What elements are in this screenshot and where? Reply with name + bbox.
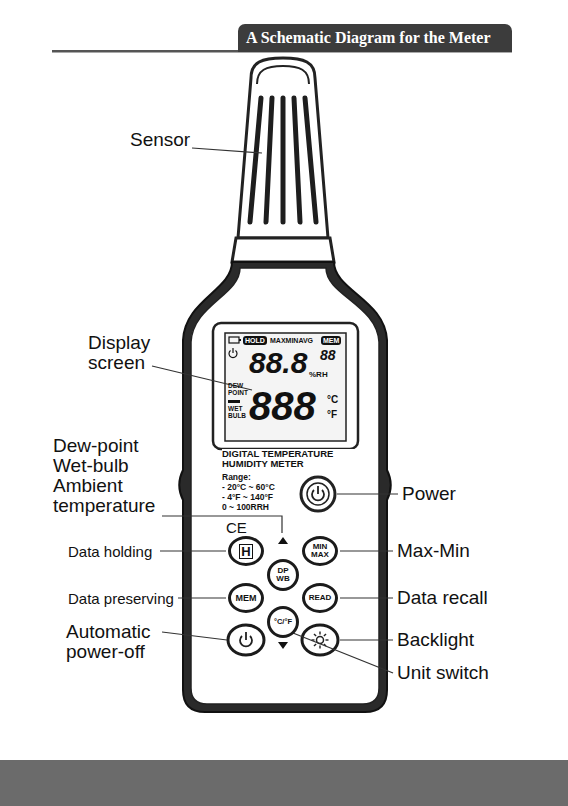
leader-line <box>337 493 398 494</box>
unit-button: °C/°F <box>267 606 299 638</box>
backlight-ray <box>324 634 326 636</box>
sensor-cap <box>238 58 328 238</box>
lcd-celsius: °C <box>327 395 338 406</box>
sensor-slot <box>305 98 316 222</box>
lcd-dew-point: DEW POINT <box>228 383 252 397</box>
backlight-ray <box>314 644 316 646</box>
down-arrow <box>278 642 288 649</box>
model-name: DIGITAL TEMPERATURE HUMIDITY METER <box>222 449 357 469</box>
lcd-bezel <box>213 323 358 449</box>
callout-label: Unit switch <box>397 663 489 683</box>
lcd-screen: HOLDMAXMINAVG MEM 88.8 88 %RH DEW POINT WET BU… <box>225 333 346 441</box>
callout-label: Dew-point Wet-bulb Ambient temperature <box>53 436 173 516</box>
leader-line <box>340 597 393 598</box>
power-symbol-bar <box>317 486 319 494</box>
lcd-temperature-digits: 888 <box>249 385 316 427</box>
range-value: - 20°C ~ 60°C <box>222 483 275 492</box>
backlight-button <box>302 625 338 655</box>
sensor-slot <box>250 98 261 222</box>
backlight-ray <box>319 632 320 635</box>
range-heading: Range: <box>222 473 251 482</box>
callout-label: Max-Min <box>397 541 470 561</box>
backlight-ray <box>314 634 316 636</box>
button-label: MEM <box>236 594 257 603</box>
leader-line <box>340 550 393 551</box>
lcd-small-digits: 88 <box>320 348 336 363</box>
sensor-collar <box>232 238 334 262</box>
callout-label: Data holding <box>68 543 152 560</box>
leader-line <box>293 633 393 673</box>
callout-label: Backlight <box>397 630 474 650</box>
battery-tip <box>239 339 241 341</box>
up-arrow <box>278 537 288 544</box>
meter-housing <box>179 262 391 712</box>
lcd-hold: HOLD <box>243 336 267 345</box>
mem-button: MEM <box>228 583 264 613</box>
leader-line <box>162 632 227 640</box>
callout-label: Sensor <box>130 130 190 150</box>
ce-mark: CE <box>226 520 247 536</box>
lcd-humidity-digits: 88.8 <box>249 347 307 379</box>
auto-off-button <box>228 625 264 655</box>
callout-label: Automatic power-off <box>66 622 181 662</box>
auto-off-symbol-bar <box>245 632 247 640</box>
page-title: A Schematic Diagram for the Meter <box>238 24 512 52</box>
leader-line <box>160 550 226 551</box>
lcd-fahrenheit: °F <box>327 410 337 421</box>
sensor-cap-ring <box>257 66 309 84</box>
meter-body: DIGITAL TEMPERATURE HUMIDITY METER Range:… <box>180 320 392 710</box>
callout-label: Display screen <box>88 333 168 373</box>
hold-button: H <box>228 536 264 566</box>
lcd-rh-unit: %RH <box>309 371 328 379</box>
leader-lines <box>152 148 398 673</box>
button-label: H <box>239 544 252 559</box>
button-label: MIN MAX <box>309 543 331 559</box>
lcd-wet-bulb: WET BULB <box>228 406 250 420</box>
dpwb-button: DP WB <box>267 559 299 591</box>
footer-band <box>0 760 568 806</box>
range-value: 0 ~ 100RRH <box>222 503 269 512</box>
callout-label: Data recall <box>397 588 488 608</box>
button-label: READ <box>309 594 332 602</box>
range-value: - 4°F ~ 140°F <box>222 493 273 502</box>
backlight-ray <box>319 646 320 649</box>
lcd-modes: MAXMINAVG <box>270 337 313 344</box>
sensor-slot <box>266 98 272 222</box>
leader-line <box>192 148 262 153</box>
power-button-ring <box>307 483 329 505</box>
button-label: DP WB <box>274 567 292 583</box>
leader-line <box>340 639 393 640</box>
callout-label: Power <box>402 484 456 504</box>
leader-line <box>162 516 282 533</box>
sensor-slot <box>281 98 286 222</box>
lcd-bar <box>228 400 240 403</box>
button-label: °C/°F <box>274 618 292 626</box>
sensor-slot <box>294 98 300 222</box>
maxmin-button: MIN MAX <box>302 536 338 566</box>
backlight-ray <box>326 639 329 640</box>
power-icon-bar <box>232 348 233 353</box>
battery-icon <box>229 337 239 343</box>
read-button: READ <box>302 583 338 613</box>
lcd-mem: MEM <box>321 336 341 345</box>
power-button <box>301 477 335 511</box>
callout-label: Data preserving <box>68 590 174 607</box>
leader-line <box>178 597 226 598</box>
sensor-slots <box>250 98 316 222</box>
lcd-glass <box>225 333 346 441</box>
